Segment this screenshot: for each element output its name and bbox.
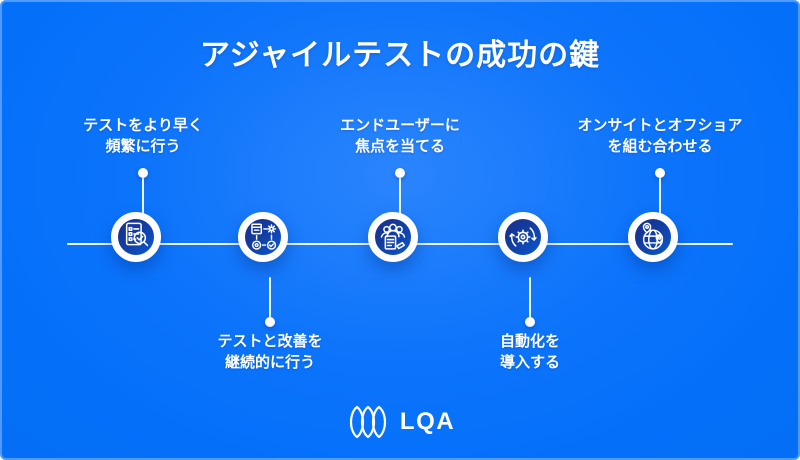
step-1-label-line1: テストをより早く	[83, 117, 203, 134]
brand-logo: LQA	[0, 404, 800, 440]
step-5-label: オンサイトとオフショア を組む合わせる	[540, 115, 780, 157]
step-2-label-line2: 継続的に行う	[224, 354, 315, 371]
step-2-label-line1: テストと改善を	[217, 333, 323, 350]
brand-logo-text: LQA	[399, 408, 456, 435]
step-2-node	[238, 212, 288, 262]
step-5-node	[628, 212, 678, 262]
step-5-label-line2: を組む合わせる	[607, 138, 713, 155]
step-1-node	[111, 212, 161, 262]
step-4-label: 自動化を 導入する	[410, 331, 650, 373]
step-4-label-line2: 導入する	[499, 354, 560, 371]
step-2-connector-dot	[265, 317, 275, 327]
globe-location-pins-icon	[642, 222, 664, 250]
step-3-label: エンドユーザーに 焦点を当てる	[280, 115, 520, 157]
step-1-label-line2: 頻繁に行う	[105, 138, 181, 155]
step-5-label-line1: オンサイトとオフショア	[577, 117, 743, 134]
step-2-connector-line	[269, 277, 271, 318]
step-3-connector-dot	[395, 168, 405, 178]
step-1-label: テストをより早く 頻繁に行う	[23, 115, 263, 157]
page-title: アジャイルテストの成功の鍵	[199, 39, 601, 72]
step-3-connector-line	[399, 178, 401, 214]
step-5-connector-line	[659, 178, 661, 214]
step-1-connector-line	[142, 178, 144, 214]
step-4-label-line1: 自動化を	[499, 333, 560, 350]
step-1-connector-dot	[138, 168, 148, 178]
step-2-label: テストと改善を 継続的に行う	[150, 331, 390, 373]
step-3-label-line2: 焦点を当てる	[354, 138, 445, 155]
automation-gear-arrows-icon	[509, 227, 537, 247]
step-3-label-line1: エンドユーザーに	[340, 117, 460, 134]
end-users-group-icon	[380, 223, 406, 250]
step-4-connector-dot	[525, 317, 535, 327]
continuous-process-cycle-icon	[251, 223, 277, 250]
step-4-node	[498, 212, 548, 262]
lqa-triple-lens-logo-icon	[349, 405, 387, 439]
step-4-connector-line	[529, 277, 531, 318]
step-3-node	[368, 212, 418, 262]
document-check-magnifier-icon	[125, 222, 149, 247]
step-5-connector-dot	[655, 168, 665, 178]
